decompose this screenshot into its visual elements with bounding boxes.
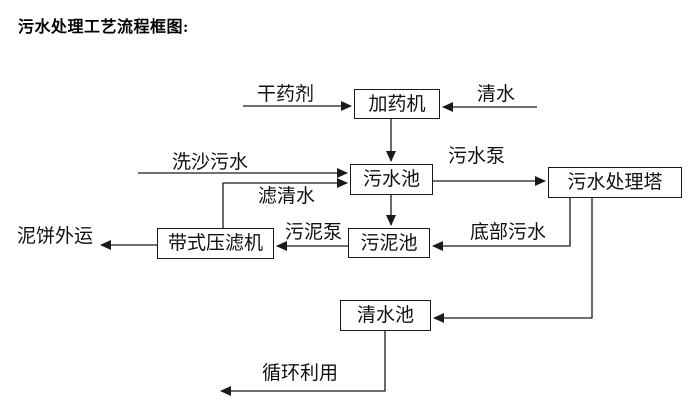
node-treatment-tower: 污水处理塔 xyxy=(548,167,682,198)
edge-label-filtered-water: 滤清水 xyxy=(258,186,316,207)
edge-label-sludge-pump: 污泥泵 xyxy=(285,222,343,243)
edge-label-sand-washing-sewage: 洗沙污水 xyxy=(172,152,249,173)
arrow-bottom-sewage-to-sludge-pool xyxy=(432,198,571,251)
arrow-recycling-outbound xyxy=(220,331,386,396)
edge-label-dry-agent: 干药剂 xyxy=(257,84,315,105)
arrow-filtered-water-to-sewage-pool xyxy=(222,178,348,228)
edge-label-clean-water: 清水 xyxy=(477,84,516,105)
edge-label-sewage-pump: 污水泵 xyxy=(448,146,506,167)
node-clean-water-pool: 清水池 xyxy=(340,300,431,331)
node-dosing-machine: 加药机 xyxy=(354,89,440,119)
node-belt-filter-press: 带式压滤机 xyxy=(157,228,274,259)
edge-label-bottom-sewage: 底部污水 xyxy=(470,222,547,243)
arrow-treatment-tower-to-clean-water-pool xyxy=(433,198,593,323)
page-title: 污水处理工艺流程框图: xyxy=(18,19,189,36)
edge-label-recycling: 循环利用 xyxy=(262,363,339,384)
edge-label-mud-cake-outbound: 泥饼外运 xyxy=(17,226,94,247)
node-sludge-pool: 污泥池 xyxy=(348,228,430,258)
node-sewage-pool: 污水池 xyxy=(350,164,433,195)
